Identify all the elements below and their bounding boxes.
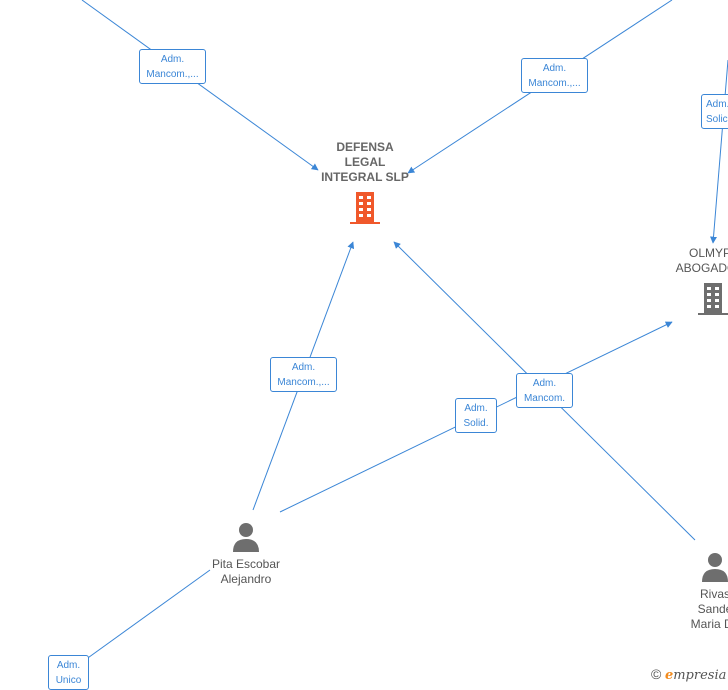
- edge-topright-to-olmyp: [710, 59, 728, 244]
- edge-label-adm-solid-olmyp[interactable]: Adm. Solic: [701, 94, 728, 129]
- person-node-pita-escobar[interactable]: Pita Escobar Alejandro: [196, 521, 296, 587]
- edge-label-adm-mancom-rivas[interactable]: Adm. Mancom.: [516, 373, 573, 408]
- company-name-line: DEFENSA: [336, 140, 394, 154]
- company-name-line: INTEGRAL SLP: [321, 170, 409, 184]
- person-icon: [702, 553, 728, 582]
- empresia-logo-e: e: [664, 668, 674, 683]
- edge-label-adm-mancom-pita[interactable]: Adm. Mancom.,...: [270, 357, 337, 392]
- person-icon: [233, 523, 259, 552]
- empresia-logo-text: mpresia: [673, 668, 727, 683]
- company-name-line: LEGAL: [344, 155, 386, 169]
- building-icon: [698, 283, 728, 315]
- person-name-line: Maria De: [690, 617, 728, 631]
- edge-label-adm-unico[interactable]: Adm. Unico: [48, 655, 89, 690]
- empresia-watermark: © empresia: [651, 666, 726, 683]
- company-node-olmyp[interactable]: OLMYP ABOGADOS: [660, 246, 728, 317]
- person-name-line: Pita Escobar: [211, 557, 281, 571]
- person-name-line: Alejandro: [220, 572, 272, 586]
- company-name-line: ABOGADOS: [675, 261, 728, 275]
- edge-label-adm-mancom-2[interactable]: Adm. Mancom.,...: [521, 58, 588, 93]
- edge-topleft-to-defensa: [81, 0, 319, 171]
- company-node-defensa-legal[interactable]: DEFENSA LEGAL INTEGRAL SLP: [310, 140, 420, 226]
- company-name-line: OLMYP: [688, 246, 728, 260]
- edge-label-adm-mancom-1[interactable]: Adm. Mancom.,...: [139, 49, 206, 84]
- person-node-rivas[interactable]: Rivas Sande Maria De: [680, 551, 728, 632]
- copyright-symbol: ©: [651, 666, 662, 682]
- person-name-line: Sande: [697, 602, 728, 616]
- person-name-line: Rivas: [699, 587, 728, 601]
- edge-pita-to-bottomleft: [84, 569, 211, 661]
- edge-label-adm-solid-pita[interactable]: Adm. Solid.: [455, 398, 497, 433]
- building-icon: [350, 192, 380, 224]
